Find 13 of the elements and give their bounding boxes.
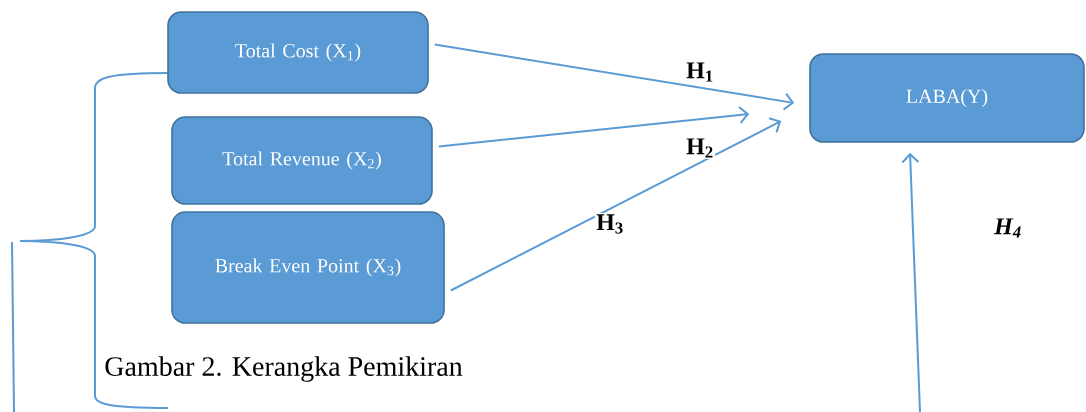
process-box: Total Revenue (X$_{2}$): [171, 116, 433, 205]
arrow: [433, 43, 795, 111]
arrow: [437, 106, 750, 148]
process-box: Break Even Point (X$_{3}$): [171, 211, 445, 324]
process-box: LABA(Y): [809, 53, 1085, 143]
edge-label: H$_{3}$: [594, 213, 626, 235]
arrow: [449, 117, 782, 292]
edge-label: H$_{4}$: [992, 217, 1024, 239]
edge-label: H$_{1}$: [684, 61, 716, 83]
caption: Gambar 2. Kerangka Pemikiran: [105, 356, 463, 382]
arrow: [901, 152, 921, 412]
edge-label: H$_{2}$: [684, 137, 716, 159]
process-box: Total Cost (X$_{1}$): [167, 11, 429, 94]
